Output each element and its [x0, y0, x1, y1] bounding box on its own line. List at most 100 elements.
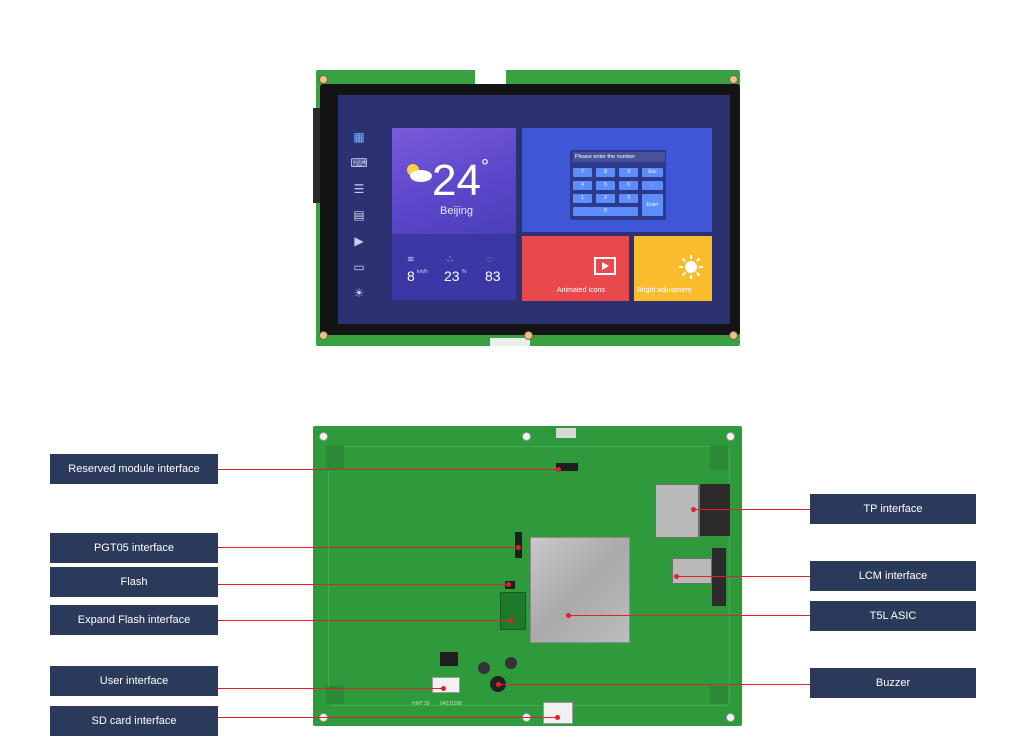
leader-endpoint	[556, 467, 561, 472]
mounting-hole	[726, 432, 735, 441]
key-1[interactable]: 1	[573, 194, 592, 203]
silk-code: HMT 30	[412, 701, 430, 707]
wind-unit: km/h	[417, 269, 428, 275]
leader-endpoint	[509, 618, 514, 623]
capacitor	[478, 662, 490, 674]
label-t5l-asic: T5L ASIC	[810, 601, 976, 631]
grid-apps-icon[interactable]: ▦	[353, 130, 365, 144]
label-reserved-module: Reserved module interface	[50, 454, 218, 484]
tp-connector	[655, 484, 699, 538]
mounting-hole	[319, 331, 328, 340]
bright-adjustment-label: Bright adjustment	[637, 287, 692, 294]
label-expand-flash: Expand Flash interface	[50, 605, 218, 635]
key-enter[interactable]: Enter	[642, 194, 663, 216]
humidity-value: 23	[444, 268, 460, 284]
capacitor	[505, 657, 517, 669]
front-board-notch	[475, 70, 506, 84]
key-0[interactable]: 0	[573, 207, 638, 216]
leader-line	[218, 717, 558, 718]
screen-nav-bar: ▦ ⌨ ☰ ▤ ▶ ▭ ☀	[350, 128, 372, 308]
sun-icon	[679, 255, 703, 279]
leader-endpoint	[496, 682, 501, 687]
leader-line	[676, 576, 810, 577]
humidity-icon: ∴	[447, 254, 453, 264]
humidity-unit: %	[462, 269, 467, 275]
key-4[interactable]: 4	[573, 181, 592, 190]
mounting-hole	[319, 432, 328, 441]
pcb-pad	[326, 446, 344, 470]
label-tp-interface: TP interface	[810, 494, 976, 524]
front-board-notch-bottom	[490, 338, 530, 346]
city-name: Beijing	[440, 205, 474, 217]
mounting-hole	[729, 331, 738, 340]
pcb-pad	[710, 446, 728, 470]
key-2[interactable]: 2	[596, 194, 615, 203]
leader-line	[693, 509, 810, 510]
lcm-flex-cable	[712, 548, 726, 606]
animated-icons-tile[interactable]	[522, 236, 629, 301]
drops-icon: ◌	[487, 254, 493, 264]
key-8[interactable]: 8	[596, 168, 615, 177]
mounting-hole	[522, 432, 531, 441]
key-7[interactable]: 7	[573, 168, 592, 177]
animated-icons-label: Animated icons	[557, 287, 605, 294]
label-lcm-interface: LCM interface	[810, 561, 976, 591]
weather-stats-tile	[392, 234, 516, 300]
leader-line	[218, 688, 443, 689]
mounting-hole	[319, 75, 328, 84]
video-icon[interactable]: ▶	[354, 234, 364, 248]
wind-value: 8	[407, 268, 415, 284]
bright-adjustment-tile[interactable]	[634, 236, 712, 301]
leader-line	[218, 547, 518, 548]
power-regulator	[440, 652, 458, 666]
label-pgt05: PGT05 interface	[50, 533, 218, 563]
leader-line	[218, 620, 511, 621]
temperature-value: 24	[432, 156, 481, 205]
sliders-icon[interactable]: ☰	[353, 182, 365, 196]
document-icon[interactable]: ▤	[353, 208, 365, 222]
label-buzzer: Buzzer	[810, 668, 976, 698]
leader-endpoint	[674, 574, 679, 579]
battery-icon[interactable]: ▭	[353, 260, 365, 274]
keypad-title: Please enter the number	[573, 152, 665, 162]
leader-endpoint	[516, 545, 521, 550]
sun-cloud-icon	[407, 164, 432, 182]
mounting-hole	[729, 75, 738, 84]
leader-endpoint	[566, 613, 571, 618]
tp-flex-cable	[700, 484, 730, 536]
brightness-icon[interactable]: ☀	[353, 286, 365, 300]
silk-code: 94231188	[440, 701, 462, 707]
key-backspace[interactable]: ←	[642, 181, 663, 190]
leader-line	[498, 684, 810, 685]
lcm-connector	[672, 558, 712, 584]
wind-icon: ≋	[407, 254, 415, 264]
key-9[interactable]: 9	[619, 168, 638, 177]
leader-endpoint	[555, 715, 560, 720]
reserved-module-pads	[556, 428, 576, 438]
label-flash: Flash	[50, 567, 218, 597]
leader-line	[218, 584, 508, 585]
sd-card-slot	[543, 702, 573, 724]
key-3[interactable]: 3	[619, 194, 638, 203]
mounting-hole	[726, 713, 735, 722]
pcb-pad	[710, 686, 728, 704]
rear-pcb-board	[313, 426, 742, 726]
key-6[interactable]: 6	[619, 181, 638, 190]
reserved-module-header	[556, 463, 578, 471]
side-connector-edge	[313, 108, 321, 203]
key-5[interactable]: 5	[596, 181, 615, 190]
leader-line	[218, 469, 558, 470]
mounting-hole	[524, 331, 533, 340]
label-sd-card: SD card interface	[50, 706, 218, 736]
key-esc[interactable]: Esc	[642, 168, 663, 177]
t5l-asic-shield	[530, 537, 630, 643]
leader-endpoint	[441, 686, 446, 691]
user-interface-connector	[432, 677, 460, 693]
label-user-interface: User interface	[50, 666, 218, 696]
leader-endpoint	[506, 582, 511, 587]
air-value: 83	[485, 268, 501, 284]
film-play-icon	[594, 257, 616, 275]
leader-line	[568, 615, 810, 616]
weather-tile[interactable]	[392, 128, 516, 234]
keyboard-icon[interactable]: ⌨	[350, 156, 368, 170]
